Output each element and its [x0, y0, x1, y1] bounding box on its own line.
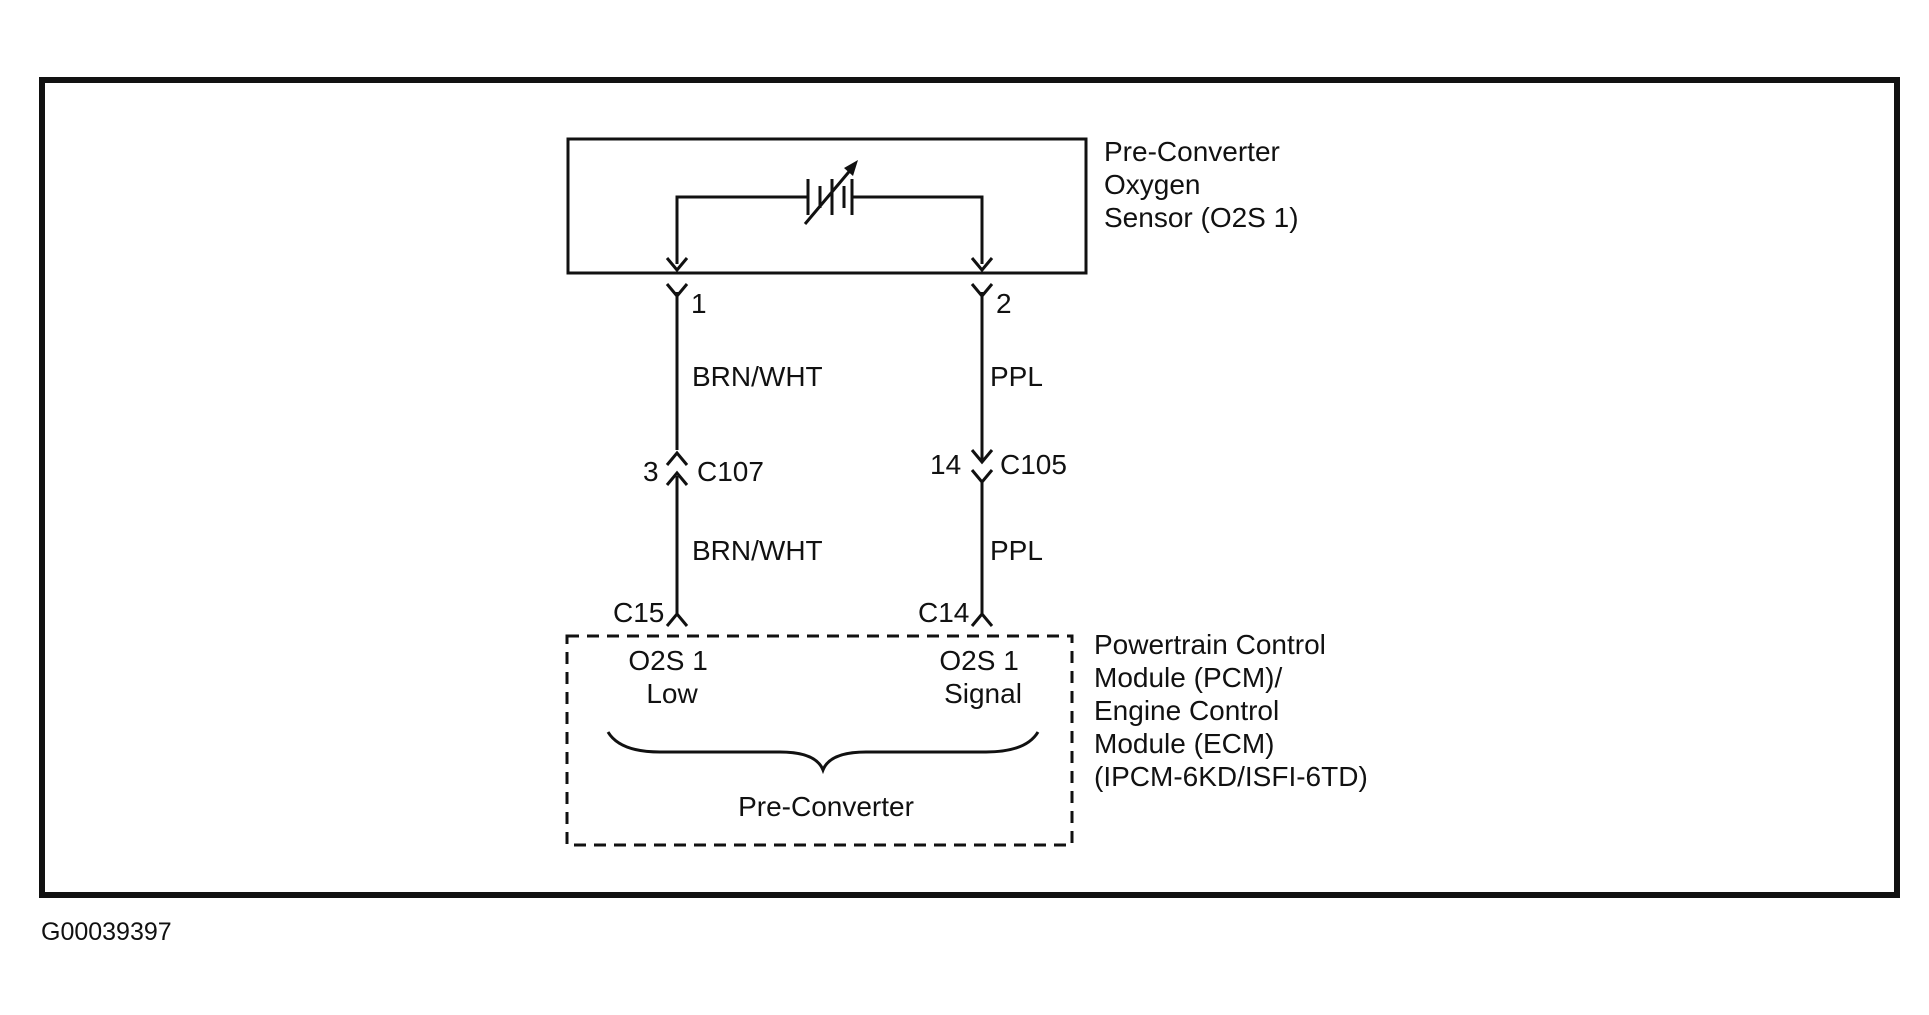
diagram-frame [39, 77, 1900, 898]
low-signal-line-2: Low [646, 678, 698, 709]
wire-left-lower-color: BRN/WHT [692, 535, 823, 566]
module-name-line-2: Module (PCM)/ [1094, 662, 1282, 693]
c107-connector-lower-icon [665, 470, 689, 486]
c14-terminal: C14 [918, 597, 969, 628]
sensor-pin-left: 1 [691, 288, 707, 319]
c105-id: C105 [1000, 449, 1067, 480]
wire-left-upper-color: BRN/WHT [692, 361, 823, 392]
sensor-element-circuit [675, 179, 984, 264]
c105-connector-lower-icon [970, 469, 994, 485]
c14-terminal-icon [970, 611, 994, 627]
sensor-pin-right: 2 [996, 288, 1012, 319]
low-signal-line-1: O2S 1 [628, 645, 707, 676]
wire-right-lower-color: PPL [990, 535, 1043, 566]
sensor-box [566, 137, 1088, 275]
figure-id: G00039397 [41, 918, 172, 946]
c105-connector-upper-icon [970, 449, 994, 465]
module-name-line-3: Engine Control [1094, 695, 1279, 726]
c107-pin: 3 [643, 456, 659, 487]
pre-converter-brace [606, 731, 1040, 775]
c15-terminal-icon [665, 611, 689, 627]
sensor-pin-1-arrow-icon [665, 257, 689, 273]
module-signal: O2S 1 Signal [939, 645, 1026, 709]
c107-id: C107 [697, 456, 764, 487]
variable-element-arrow-icon [803, 160, 858, 225]
module-box [565, 634, 1074, 847]
module-name: Powertrain Control Module (PCM)/ Engine … [1094, 629, 1368, 792]
sensor-name-line-2: Oxygen [1104, 169, 1201, 200]
module-name-line-4: Module (ECM) [1094, 728, 1274, 759]
signal-line-1: O2S 1 [939, 645, 1018, 676]
c105-pin: 14 [930, 449, 961, 480]
c15-terminal: C15 [613, 597, 664, 628]
sensor-name-line-1: Pre-Converter [1104, 136, 1280, 167]
module-name-line-5: (IPCM-6KD/ISFI-6TD) [1094, 761, 1368, 792]
wire-right-upper-color: PPL [990, 361, 1043, 392]
sensor-name-line-3: Sensor (O2S 1) [1104, 202, 1299, 233]
signal-line-2: Signal [944, 678, 1022, 709]
sensor-name: Pre-Converter Oxygen Sensor (O2S 1) [1104, 136, 1299, 233]
module-low-signal: O2S 1 Low [628, 645, 715, 709]
c107-connector-upper-icon [665, 450, 689, 466]
pre-converter-label: Pre-Converter [738, 791, 914, 822]
sensor-pin-2-arrow-icon [970, 257, 994, 273]
module-name-line-1: Powertrain Control [1094, 629, 1326, 660]
